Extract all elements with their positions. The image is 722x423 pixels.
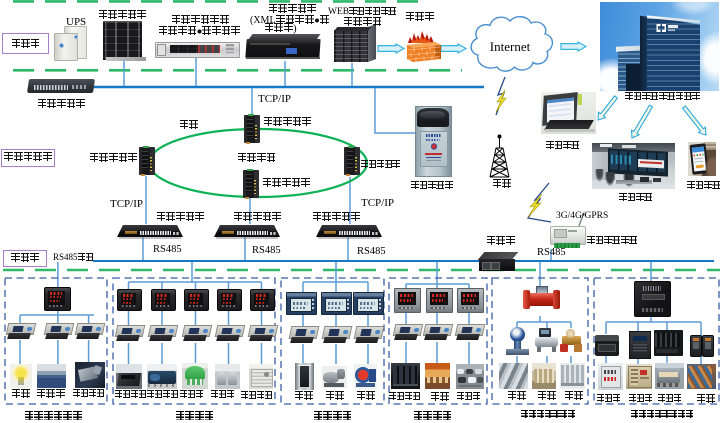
- svg-text:Internet: Internet: [490, 39, 531, 54]
